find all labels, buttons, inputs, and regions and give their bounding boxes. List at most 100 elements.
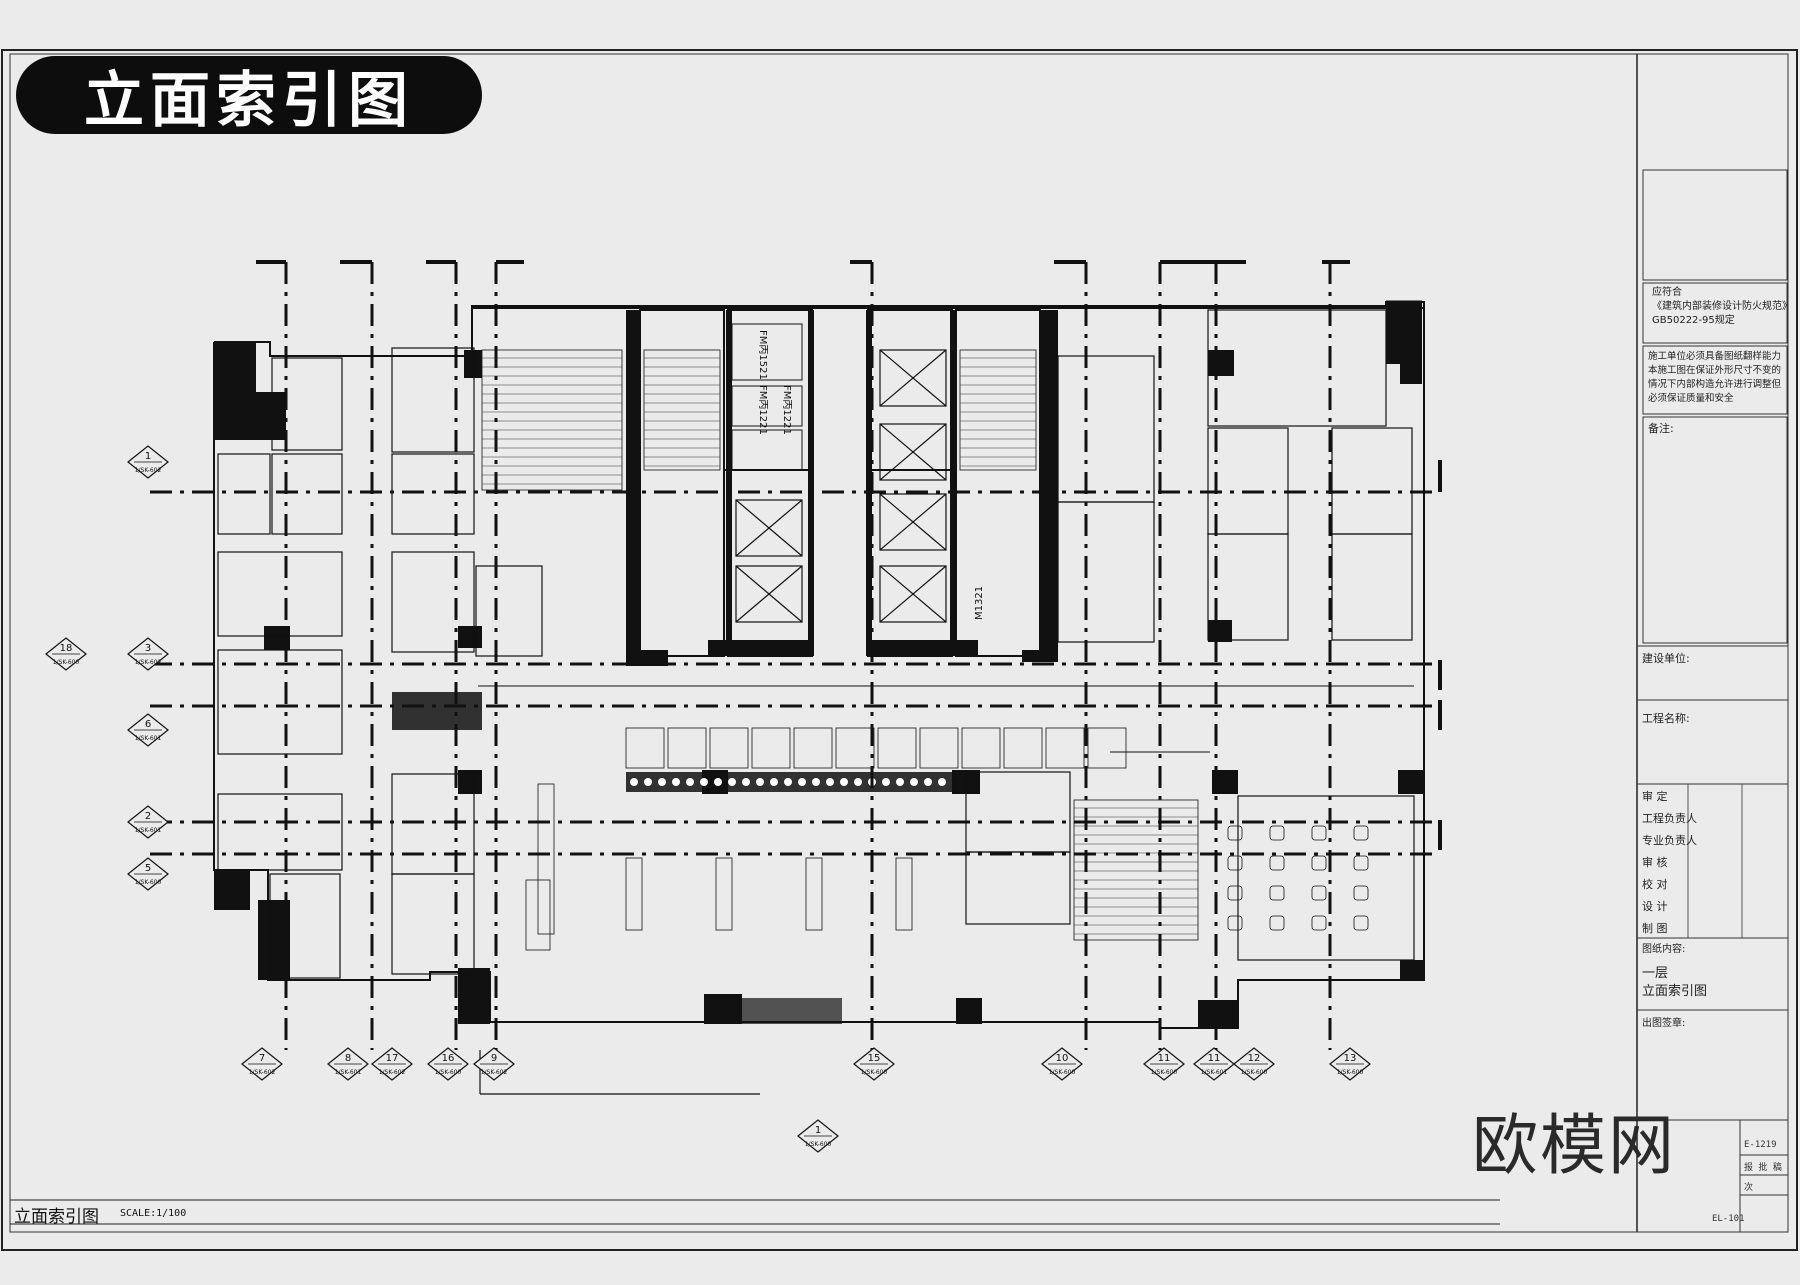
left-offices — [217, 347, 543, 979]
floor-plan — [213, 300, 1425, 1029]
index-marker-number: 18 — [60, 643, 73, 654]
sheet-row: 报 批 稿 — [1744, 1163, 1782, 1173]
room-label: FM丙1221 — [781, 385, 792, 435]
index-marker: 1 1/SK-600 — [797, 1119, 839, 1153]
index-marker: 5 1/SK-600 — [127, 857, 169, 891]
workstations — [525, 727, 1127, 951]
sign-row: 审 核 — [1642, 856, 1668, 869]
index-marker: 6 1/SK-601 — [127, 713, 169, 747]
index-marker: 18 1/SK-600 — [45, 637, 87, 671]
index-marker: 2 1/SK-601 — [127, 805, 169, 839]
room-label: M1321 — [974, 586, 985, 620]
drawing-content-line: 立面索引图 — [1642, 984, 1708, 999]
brand-watermark: 欧模网 — [1472, 1107, 1676, 1184]
index-marker-ref: 1/SK-600 — [435, 1069, 462, 1076]
index-marker-number: 6 — [145, 719, 151, 730]
index-marker-number: 10 — [1056, 1053, 1069, 1064]
axis-ticks — [256, 260, 1442, 850]
room-label: FM丙1221 — [757, 385, 768, 435]
index-marker-ref: 1/SK-600 — [1241, 1069, 1268, 1076]
drawing-no-label: 出图签章: — [1642, 1018, 1686, 1029]
sign-table — [1687, 784, 1743, 938]
index-marker-ref: 1/SK-601 — [335, 1069, 362, 1076]
sign-row: 审 定 — [1642, 790, 1668, 803]
page-title: 立面索引图 — [84, 65, 414, 136]
index-marker-ref: 1/SK-601 — [1201, 1069, 1228, 1076]
index-marker-number: 17 — [386, 1053, 399, 1064]
drawing-title: 立面索引图 — [14, 1207, 99, 1227]
index-marker: 9 1/SK-602 — [473, 1047, 515, 1081]
construction-note: 施工单位必须具备图纸翻样能力 本施工图在保证外形尺寸不变的 情况下内部构造允许进… — [1648, 350, 1781, 406]
index-markers: 11/SK-60231/SK-602181/SK-60061/SK-60121/… — [45, 445, 1371, 1153]
index-marker-number: 13 — [1344, 1053, 1357, 1064]
construction-note-line: 情况下内部构造允许进行调整但 — [1648, 379, 1782, 390]
index-marker: 8 1/SK-601 — [327, 1047, 369, 1081]
index-marker-number: 9 — [491, 1053, 497, 1064]
index-marker-number: 2 — [145, 811, 151, 822]
header-title-badge: 立面索引图 — [16, 56, 482, 136]
sign-row: 设 计 — [1642, 900, 1668, 913]
sheet-number: EL-101 — [1712, 1214, 1745, 1224]
index-marker-ref: 1/SK-600 — [135, 879, 162, 886]
index-marker: 13 1/SK-600 — [1329, 1047, 1371, 1081]
staircases — [481, 349, 1199, 941]
index-marker-ref: 1/SK-600 — [1337, 1069, 1364, 1076]
fire-note-line: 《建筑内部装修设计防火规范》 — [1652, 301, 1792, 312]
sheet-code: E-1219 — [1744, 1140, 1777, 1150]
index-marker-number: 15 — [868, 1053, 881, 1064]
index-marker: 111/SK-601 — [1193, 1047, 1235, 1081]
index-marker-ref: 1/SK-602 — [481, 1069, 508, 1076]
index-marker: 7 1/SK-602 — [241, 1047, 283, 1081]
construction-note-line: 本施工图在保证外形尺寸不变的 — [1648, 365, 1782, 376]
client-label: 建设单位: — [1642, 652, 1690, 665]
index-marker: 3 1/SK-602 — [127, 637, 169, 671]
index-marker-ref: 1/SK-600 — [861, 1069, 888, 1076]
sign-row: 工程负责人 — [1642, 812, 1697, 825]
remarks-label: 备注: — [1648, 422, 1674, 435]
index-marker: 15 1/SK-600 — [853, 1047, 895, 1081]
index-marker-number: 11 — [1158, 1053, 1171, 1064]
construction-note-line: 施工单位必须具备图纸翻样能力 — [1648, 351, 1782, 362]
project-label: 工程名称: — [1642, 712, 1690, 725]
index-marker-number: 1 — [145, 451, 151, 462]
index-marker-number: 7 — [259, 1053, 265, 1064]
index-marker-ref: 1/SK-601 — [135, 827, 162, 834]
outer-frame — [1, 49, 1798, 1251]
inner-frame — [9, 53, 1789, 1233]
index-marker: 11 1/SK-600 — [1143, 1047, 1185, 1081]
index-marker: 16 1/SK-600 — [427, 1047, 469, 1081]
title-block — [1637, 169, 1788, 1233]
index-marker-number: 3 — [145, 643, 151, 654]
sign-row: 校 对 — [1642, 878, 1668, 891]
axis-lines — [150, 262, 1440, 1050]
sheet-row: 次 — [1744, 1183, 1754, 1193]
index-marker-number: 8 — [345, 1053, 351, 1064]
index-marker-ref: 1/SK-602 — [135, 659, 162, 666]
index-marker-ref: 1/SK-602 — [249, 1069, 276, 1076]
drawing-scale: SCALE:1/100 — [120, 1208, 187, 1219]
drawing-content-label: 图纸内容: — [1642, 944, 1686, 955]
index-marker: 121/SK-600 — [1233, 1047, 1275, 1081]
index-marker-ref: 1/SK-602 — [135, 467, 162, 474]
fire-note: 应符合 《建筑内部装修设计防火规范》 GB50222-95规定 — [1652, 286, 1792, 328]
index-marker-ref: 1/SK-600 — [1049, 1069, 1076, 1076]
right-offices — [965, 309, 1415, 961]
fire-note-line: 应符合 — [1652, 287, 1682, 298]
index-marker-ref: 1/SK-600 — [805, 1141, 832, 1148]
sign-row: 制 图 — [1642, 922, 1668, 935]
index-marker: 10 1/SK-600 — [1041, 1047, 1083, 1081]
index-marker-ref: 1/SK-600 — [1151, 1069, 1178, 1076]
index-marker-number: 5 — [145, 863, 151, 874]
sign-row: 专业负责人 — [1642, 834, 1697, 847]
index-marker-number: 1 — [815, 1125, 821, 1136]
room-label: FM丙1521 — [757, 330, 768, 380]
index-marker: 17 1/SK-602 — [371, 1047, 413, 1081]
lift-shafts — [735, 349, 947, 623]
index-marker-ref: 1/SK-602 — [379, 1069, 406, 1076]
index-marker-number: 16 — [442, 1053, 455, 1064]
fire-note-line: GB50222-95规定 — [1652, 315, 1735, 326]
index-marker-ref: 1/SK-600 — [53, 659, 80, 666]
index-marker-ref: 1/SK-601 — [135, 735, 162, 742]
construction-note-line: 必须保证质量和安全 — [1648, 393, 1734, 404]
